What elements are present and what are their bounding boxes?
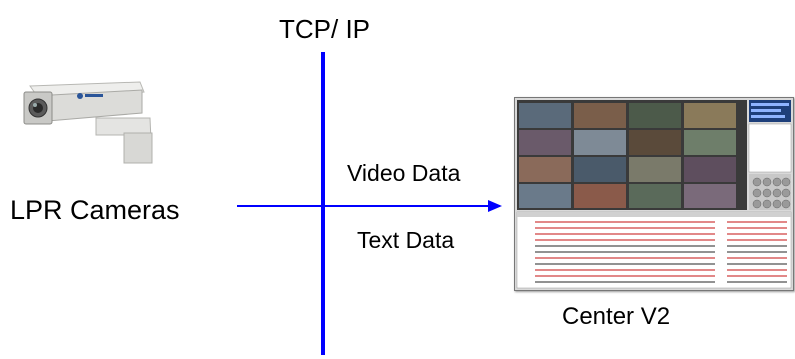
lpr-cameras-label: LPR Cameras xyxy=(10,195,180,225)
center-v2-label: Center V2 xyxy=(562,303,671,330)
text-data-label: Text Data xyxy=(357,227,455,253)
video-data-label: Video Data xyxy=(347,160,461,186)
protocol-label: TCP/ IP xyxy=(279,14,371,44)
center-v2-screenshot xyxy=(514,97,794,291)
screenshot-art xyxy=(516,100,792,289)
security-camera-icon xyxy=(23,81,153,164)
